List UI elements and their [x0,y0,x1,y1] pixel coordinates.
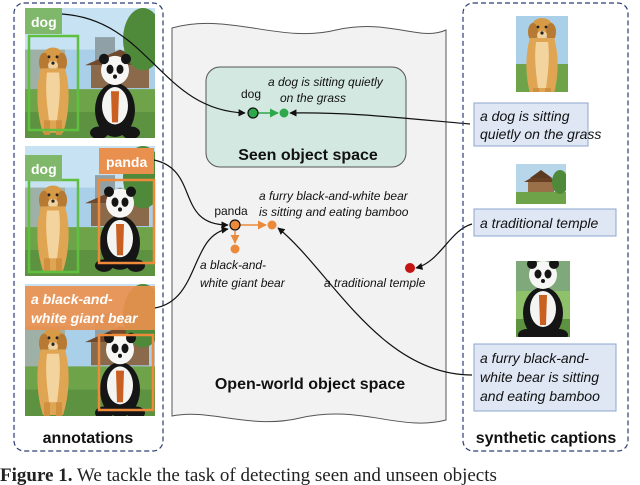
giant-caption-node [230,244,240,254]
seen-dog-node-label: dog [241,87,261,101]
temple-caption-box [473,208,617,237]
panda-bounding-box [97,178,156,265]
dog-caption-box [473,102,589,147]
furry-caption-box-line-1: a furry black-and- [480,350,589,366]
dog-caption-node [279,108,289,118]
temple-node [405,263,415,273]
furry-caption-box [473,343,617,412]
seen-caption-line-1: a dog is sitting quietly [268,75,384,89]
dog-label: dog [31,161,57,177]
seen-object-space [205,66,407,168]
furry-caption-box-line-3: and eating bamboo [480,388,600,404]
furry-caption-connector [277,227,473,376]
open-space-title: Open-world object space [215,376,405,393]
furry-caption-line-1: a furry black-and-white bear [259,189,409,203]
annotation-image-3: a black-and- white giant bear [25,284,155,416]
annotation-image-1: dog [25,8,155,138]
dog-label-tag [25,155,62,181]
synthetic-temple-photo [516,164,566,204]
figure-caption: Figure 1. We tackle the task of detectin… [0,462,640,485]
dog-label: dog [31,14,57,30]
panda-label-connector [153,159,229,229]
giant-label-connector [154,226,229,309]
giant-bear-label-line-2: white giant bear [31,310,139,326]
seen-space-title: Seen object space [238,147,378,164]
dog-bounding-box [27,34,80,132]
furry-caption-line-2: is sitting and eating bamboo [259,205,409,219]
figure-caption-text: We tackle the task of detecting seen and… [76,465,497,485]
temple-node-label: a traditional temple [324,276,426,290]
dog-node [247,107,259,119]
annotations-title: annotations [43,430,134,447]
dog-caption-connector [289,109,471,125]
dog-label-tag [25,8,62,34]
temple-caption-line-1: a traditional temple [480,215,599,231]
annotations-panel [13,2,164,452]
furry-caption-node [267,220,277,230]
panda-node [229,219,241,231]
dog-caption-line-1: a dog is sitting [480,108,570,124]
synthetic-panda-photo [516,261,570,337]
figure-caption-prefix: Figure 1. [0,465,73,485]
giant-caption-line-2: white giant bear [200,276,286,290]
panda-label: panda [106,154,147,170]
annotation-image-2: dog panda [25,146,156,276]
synthetic-captions-panel [462,2,629,452]
synthetic-dog-photo [516,16,568,92]
giant-bear-label-tag [25,286,155,330]
giant-caption-line-1: a black-and- [200,258,266,272]
dog-caption-line-2: quietly on the grass [480,126,601,142]
panda-label-tag [99,148,154,174]
giant-bear-label-line-1: a black-and- [31,291,113,307]
panda-node-label: panda [214,204,248,218]
temple-caption-connector [415,223,473,270]
dog-label-connector [61,13,246,117]
synthetic-captions-title: synthetic captions [476,430,617,447]
seen-caption-line-2: on the grass [280,91,346,105]
furry-caption-box-line-2: white bear is sitting [480,369,599,385]
panda-bounding-box [97,333,155,412]
